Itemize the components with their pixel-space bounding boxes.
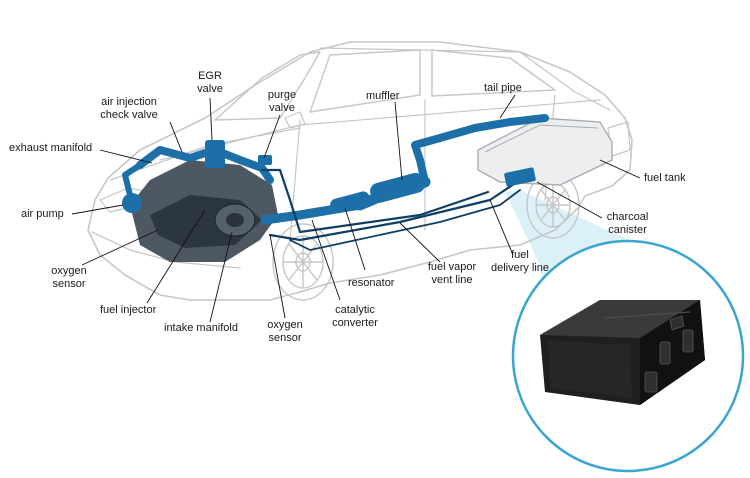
car-outline xyxy=(87,41,633,301)
windshield xyxy=(214,51,321,121)
label-intake-manifold: intake manifold xyxy=(164,322,238,334)
front-bumper xyxy=(91,231,241,269)
leader-catalytic xyxy=(311,219,341,301)
leader-purge xyxy=(263,114,281,159)
leader-oxygen-bottom xyxy=(269,234,286,319)
label-fuel-injector: fuel injector xyxy=(100,304,157,316)
leader-tail-pipe xyxy=(499,94,516,119)
resonator-shape xyxy=(330,191,370,213)
leader-air-injection xyxy=(169,121,183,153)
label-fuel-tank: fuel tank xyxy=(644,172,686,184)
leader-egr xyxy=(209,97,213,141)
fuel-tank xyxy=(477,117,613,186)
air-pump-shape xyxy=(122,193,142,213)
label-resonator: resonator xyxy=(348,277,395,289)
label-fuel-vapor-vent-line: fuel vapor vent line xyxy=(427,261,477,286)
front-wheel xyxy=(272,223,334,301)
label-muffler: muffler xyxy=(366,90,400,102)
label-charcoal-canister: charcoal canister xyxy=(606,211,649,236)
leader-fuel-injector xyxy=(146,209,206,304)
label-oxygen-sensor-left: oxygen sensor xyxy=(51,265,87,290)
leader-fuel-vapor xyxy=(399,222,441,263)
leader-fuel-delivery xyxy=(489,199,514,256)
canister-on-car xyxy=(504,167,536,187)
mirror xyxy=(284,111,306,129)
leader-air-pump xyxy=(71,204,124,215)
charcoal-canister-closeup xyxy=(540,300,705,405)
car-body xyxy=(87,41,633,301)
side-windows xyxy=(309,49,556,113)
label-tail-pipe: tail pipe xyxy=(484,82,522,94)
muffler-shape xyxy=(370,172,425,203)
label-egr-valve: EGR valve xyxy=(197,70,223,95)
leader-lines xyxy=(71,94,641,323)
leader-charcoal xyxy=(536,181,603,219)
leader-resonator xyxy=(344,207,366,271)
label-purge-valve: purge valve xyxy=(267,89,297,114)
label-oxygen-sensor-bottom: oxygen sensor xyxy=(267,319,303,344)
label-exhaust-manifold: exhaust manifold xyxy=(9,142,93,154)
label-fuel-delivery-line: fuel delivery line xyxy=(490,249,550,274)
purge-valve-shape xyxy=(258,155,272,165)
leader-fuel-tank xyxy=(599,159,641,179)
leader-muffler xyxy=(394,101,403,181)
roof-line xyxy=(319,47,611,111)
label-catalytic-converter: catalytic converter xyxy=(332,304,378,329)
leader-oxygen-left xyxy=(81,229,159,266)
leader-exhaust-manifold xyxy=(99,149,153,164)
fuel-tank-top xyxy=(484,124,599,153)
label-air-pump: air pump xyxy=(21,208,64,220)
leader-intake xyxy=(209,231,233,323)
label-air-injection-check-valve: air injection check valve xyxy=(100,96,158,121)
